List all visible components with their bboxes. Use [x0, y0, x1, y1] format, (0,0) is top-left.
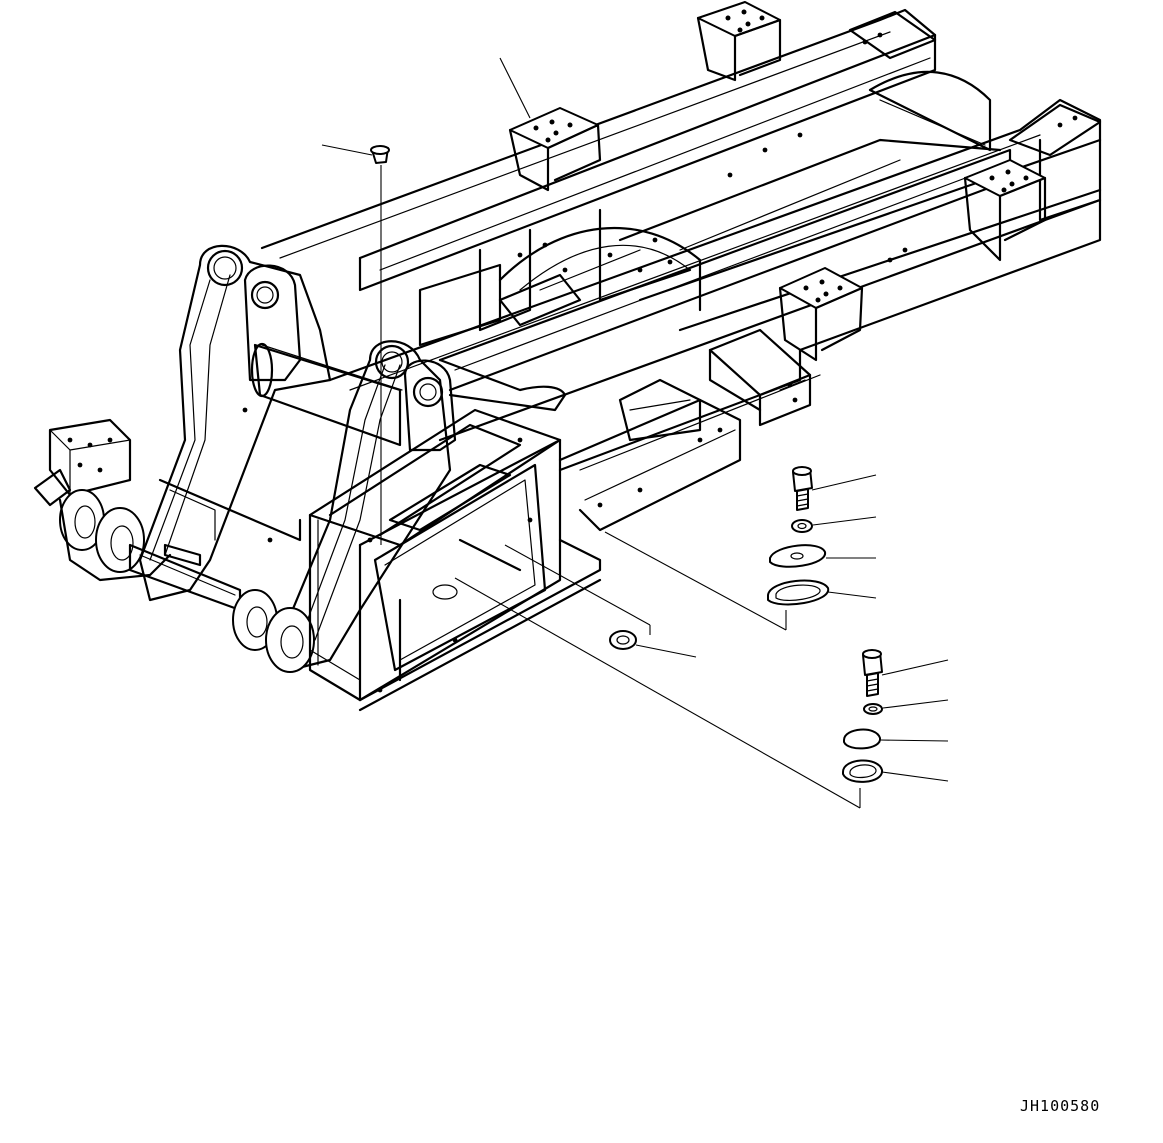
- bolt-lower: [862, 649, 949, 697]
- cover-plate-upper: [769, 544, 876, 568]
- gasket-upper: [604, 531, 877, 631]
- cover-plate-lower: [843, 728, 949, 750]
- bolt-upper: [792, 466, 877, 511]
- mount-bracket: [508, 1, 1047, 362]
- plug: [321, 144, 390, 545]
- frame-holes: [67, 32, 1078, 693]
- drawing-id-label: JH100580: [1020, 1097, 1101, 1115]
- bracket-leader: [499, 57, 531, 119]
- washer-upper: [791, 516, 877, 533]
- gasket-lower: [454, 577, 949, 809]
- washer-lower: [863, 699, 949, 715]
- washer-ring: [504, 544, 697, 658]
